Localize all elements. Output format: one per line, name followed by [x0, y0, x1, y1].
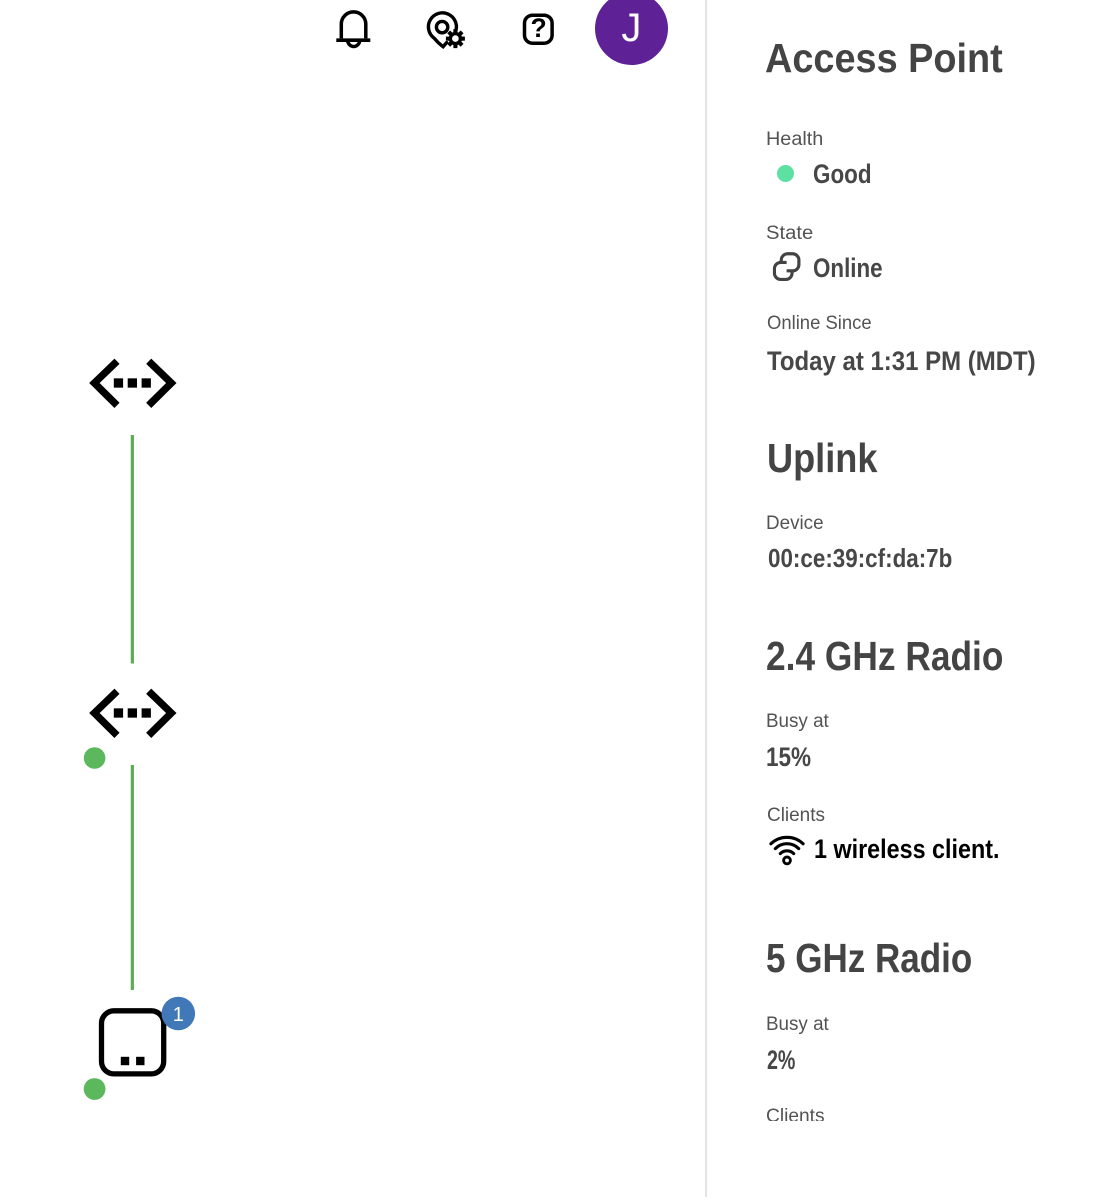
- svg-text:?: ?: [531, 13, 547, 43]
- svg-text:1: 1: [173, 1004, 184, 1026]
